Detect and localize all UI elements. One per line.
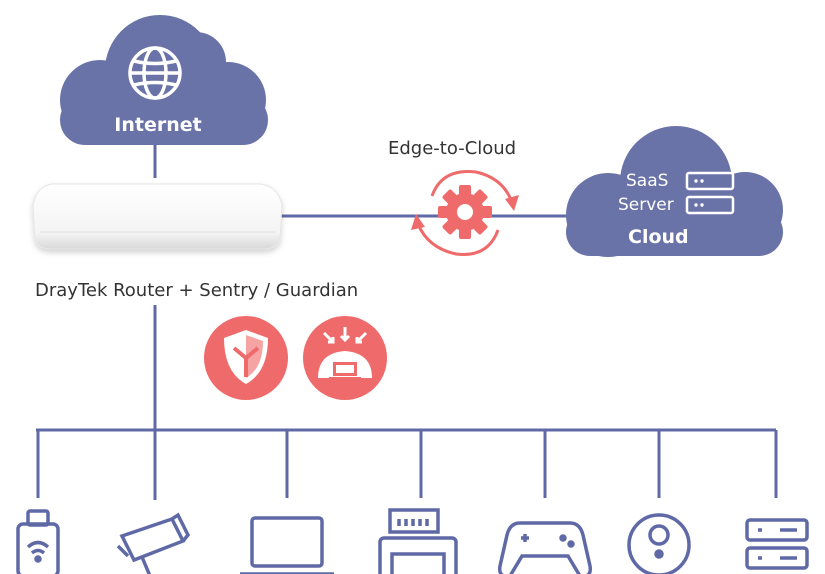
router-label: DrayTek Router + Sentry / Guardian — [35, 280, 359, 301]
server-rack-icon — [745, 518, 809, 570]
saas-cloud — [566, 126, 783, 257]
cloud-label: Cloud — [628, 226, 689, 248]
robot-vacuum-icon — [627, 513, 691, 574]
globe-icon — [128, 46, 182, 100]
laptop-icon — [240, 516, 334, 574]
router-device — [32, 183, 283, 250]
internet-cloud — [60, 15, 268, 145]
wifi-plug-icon — [16, 509, 60, 574]
server-label: Server — [618, 195, 674, 215]
content-filter-icon — [303, 316, 387, 400]
server-led-icon — [694, 179, 704, 207]
printer-icon — [378, 508, 458, 574]
saas-label: SaaS — [626, 171, 669, 191]
server-unit-icon — [685, 171, 735, 215]
edge-to-cloud-label: Edge-to-Cloud — [388, 138, 517, 159]
shield-icon — [204, 316, 288, 400]
gear-sync-icon — [411, 170, 519, 256]
connection-lines — [36, 140, 778, 500]
gamepad-icon — [497, 521, 593, 574]
internet-label: Internet — [114, 114, 202, 136]
security-camera-icon — [116, 512, 191, 574]
